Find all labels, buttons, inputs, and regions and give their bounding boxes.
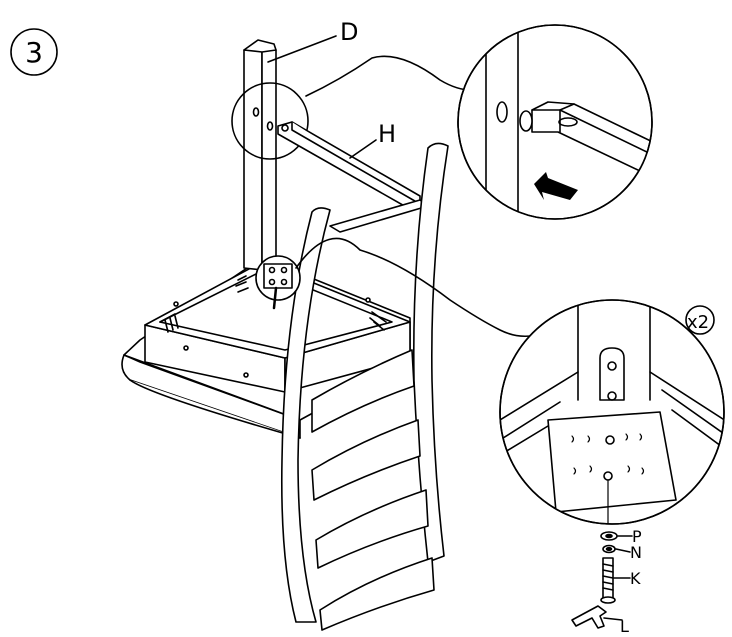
bracket-tab xyxy=(599,347,625,401)
back-slat xyxy=(311,419,421,501)
apron-screw xyxy=(173,301,179,307)
step-badge: 3 xyxy=(10,28,58,76)
back-slat xyxy=(319,557,435,631)
corner-block-right xyxy=(369,311,387,331)
apron-inner-back xyxy=(159,269,393,351)
leg-d-front xyxy=(243,49,263,271)
apron-screw xyxy=(243,372,249,378)
corner-block-left xyxy=(159,313,179,333)
seat-slab xyxy=(121,354,301,439)
stretcher-h xyxy=(277,121,421,209)
back-post-left xyxy=(280,207,331,623)
stretcher-h-edge xyxy=(291,121,421,205)
allen-key-l xyxy=(571,605,607,629)
back-post-right xyxy=(412,142,449,563)
leg-d-top xyxy=(243,39,277,53)
step-circle xyxy=(10,28,58,76)
cross-stretcher xyxy=(329,199,429,233)
detail-leg-hole xyxy=(496,101,508,123)
detail-dowel xyxy=(519,110,533,132)
leader-d xyxy=(267,35,337,63)
hardware-stack xyxy=(571,531,618,629)
back-slat xyxy=(315,489,429,569)
label-stretcher-h: H xyxy=(378,120,396,148)
bracket-callout xyxy=(255,255,301,310)
label-leg-d: D xyxy=(340,18,358,46)
label-lock-washer-n: N xyxy=(630,543,642,562)
apron-screw xyxy=(183,345,189,351)
leg-d-hole xyxy=(252,107,260,117)
detail-corner-bracket xyxy=(499,299,725,525)
leg-detail-callout xyxy=(231,82,309,160)
label-allen-key-l: L xyxy=(620,617,629,636)
leg-d-hole xyxy=(266,121,274,131)
detail-leg-joint xyxy=(457,24,653,220)
bolt-k xyxy=(600,557,616,604)
corner-block-back xyxy=(235,275,249,293)
leg-d xyxy=(243,39,277,271)
label-washer-p: P xyxy=(632,527,642,546)
chair-backrest xyxy=(280,142,449,631)
leader-line-bracket xyxy=(295,237,541,338)
stretcher-h-dowel xyxy=(281,124,289,132)
step-number: 3 xyxy=(25,36,43,69)
seat-bottom-edge xyxy=(129,379,301,439)
apron-screw xyxy=(365,297,371,303)
leader-h xyxy=(349,139,377,159)
quantity-badge: x2 xyxy=(685,305,715,335)
bracket-plate xyxy=(547,411,677,513)
leader-line-leg xyxy=(305,55,479,97)
back-slat xyxy=(311,349,415,433)
detail-top-hole xyxy=(558,117,578,127)
label-bolt-k: K xyxy=(630,569,641,588)
quantity-label: x2 xyxy=(687,312,709,333)
insert-direction-arrow xyxy=(534,172,578,200)
bracket-marks xyxy=(571,433,645,475)
